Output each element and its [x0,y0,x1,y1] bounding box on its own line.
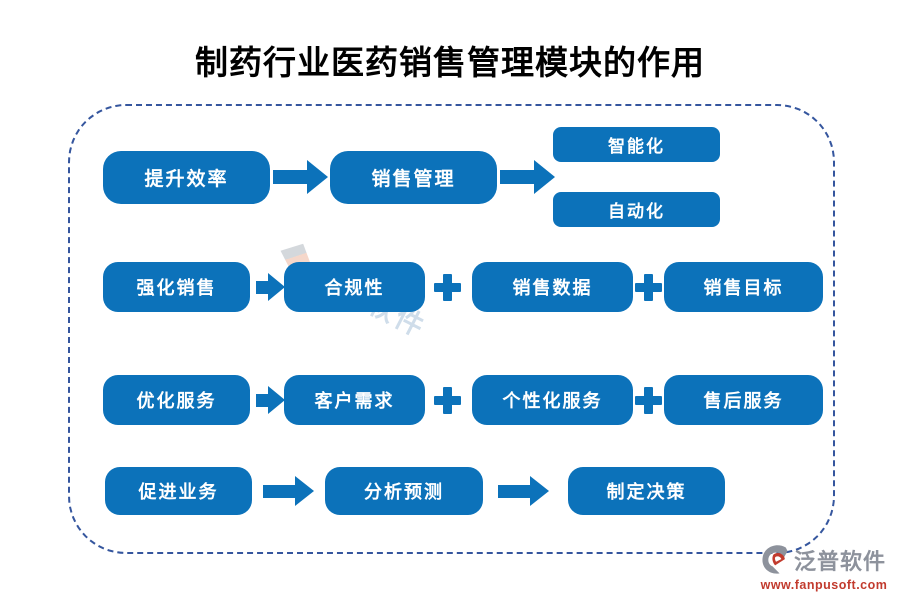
node-compliance: 合规性 [284,262,425,312]
arrow-shaft [263,484,295,498]
node-promote-business: 促进业务 [105,467,252,515]
node-sales-target: 销售目标 [664,262,823,312]
plus-icon [434,387,461,414]
arrow-right-icon [256,386,285,414]
arrow-shaft [498,484,530,498]
footer-url: www.fanpusoft.com [760,578,888,592]
arrow-right-icon [273,160,328,194]
node-sales-data: 销售数据 [472,262,633,312]
node-decision-making: 制定决策 [568,467,725,515]
node-sales-management: 销售管理 [330,151,497,204]
arrow-shaft [500,170,534,184]
fanpu-logo-icon [760,543,792,577]
node-boost-efficiency: 提升效率 [103,151,270,204]
arrow-head [530,476,549,506]
node-after-sales-service: 售后服务 [664,375,823,425]
page-title: 制药行业医药销售管理模块的作用 [195,46,705,82]
arrow-head [268,273,285,301]
arrow-right-icon [263,476,314,506]
arrow-right-icon [256,273,285,301]
arrow-right-icon [500,160,555,194]
plus-icon [635,274,662,301]
arrow-shaft [273,170,307,184]
dashed-frame [68,104,835,554]
node-automation: 自动化 [553,192,720,227]
footer-brand-text: 泛普软件 [794,549,887,574]
arrow-head [534,160,555,194]
arrow-head [307,160,328,194]
arrow-head [268,386,285,414]
node-analysis-forecast: 分析预测 [325,467,483,515]
node-strengthen-sales: 强化销售 [103,262,250,312]
arrow-head [295,476,314,506]
arrow-shaft [256,280,268,294]
node-intelligence: 智能化 [553,127,720,162]
arrow-right-icon [498,476,549,506]
plus-icon [434,274,461,301]
node-personalized-service: 个性化服务 [472,375,633,425]
plus-icon [635,387,662,414]
footer-brand: 泛普软件 www.fanpusoft.com [760,543,888,592]
arrow-shaft [256,393,268,407]
node-customer-needs: 客户需求 [284,375,425,425]
node-optimize-service: 优化服务 [103,375,250,425]
